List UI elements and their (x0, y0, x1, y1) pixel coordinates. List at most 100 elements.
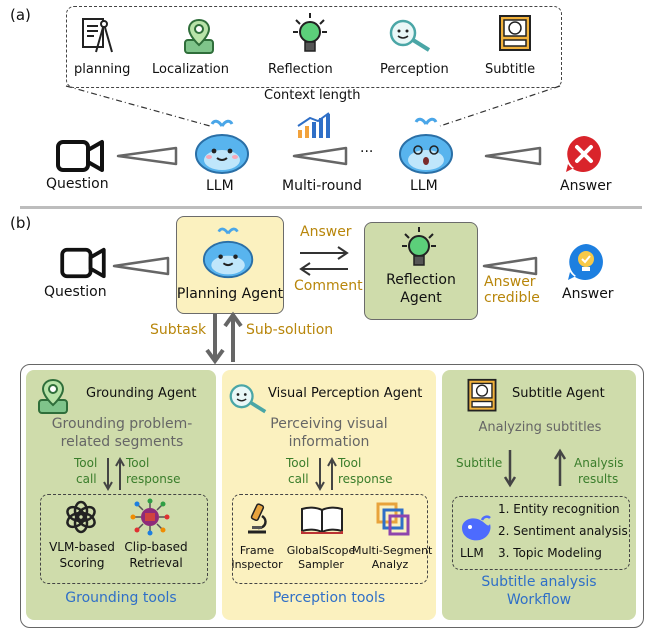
lightbulb-icon (402, 227, 436, 266)
grounding-tool1-2: Scoring (59, 556, 105, 570)
arrow-llm-to-answer (484, 146, 542, 166)
film-subtitle-icon (499, 15, 531, 51)
perception-tool1-2: Inspector (231, 558, 283, 571)
answer-credible-label-2: credible (484, 290, 540, 306)
camera-icon (60, 247, 106, 279)
edge-label-subtask: Subtask (150, 322, 207, 338)
grounding-tool-call-2: call (76, 472, 97, 486)
magnifier-face-icon (229, 384, 267, 414)
subtitle-agent-panel (442, 370, 636, 620)
deepseek-whale-icon (462, 515, 491, 541)
subtask-arrows (205, 311, 243, 365)
openai-logo-icon (66, 500, 96, 534)
workflow-step-1: 1. Entity recognition (498, 502, 620, 516)
subtitle-workflow-box (452, 496, 630, 570)
cross-bubble-icon (566, 136, 601, 172)
perception-tool-arrows (315, 456, 337, 492)
answer-label-a: Answer (560, 178, 612, 194)
perception-agent-title: Visual Perception Agent (268, 386, 423, 401)
grounding-desc-2: related segments (60, 434, 184, 450)
tool-label-planning: planning (74, 62, 131, 77)
tool-label-subtitle: Subtitle (485, 62, 536, 77)
perception-tool2-1: GlobalScope (286, 544, 356, 557)
agents-container (20, 364, 644, 628)
location-pin-icon (184, 18, 214, 54)
grounding-tools-box (40, 494, 208, 584)
workflow-step-3: 3. Topic Modeling (498, 546, 602, 560)
edge-label-comment: Comment (294, 278, 363, 294)
workflow-llm-label: LLM (460, 546, 484, 560)
clip-network-icon (130, 498, 170, 536)
subtitle-down-arrow (503, 450, 517, 488)
perception-desc-1: Perceiving visual (270, 416, 388, 432)
document-compass-icon (82, 18, 113, 53)
edge-label-answer: Answer (300, 224, 352, 240)
section-divider (20, 206, 642, 209)
question-label-a: Question (46, 176, 109, 192)
book-icon (301, 506, 343, 534)
arrow-reflection-to-answer (482, 256, 538, 276)
perception-tool3-2: Analyz (371, 558, 409, 571)
film-subtitle-icon (467, 378, 497, 412)
tool-label-perception: Perception (380, 62, 449, 77)
magnifier-face-icon (389, 19, 431, 52)
panel-a-label: (a) (10, 6, 31, 24)
reflection-agent-label-2: Agent (400, 290, 442, 306)
multi-round-label: Multi-round (282, 178, 362, 194)
perception-tool-resp-2: response (338, 472, 393, 486)
analysis-results-2: results (578, 472, 619, 486)
tool-label-reflection: Reflection (268, 62, 333, 77)
bidirectional-arrows (299, 246, 349, 276)
perception-tools-box (232, 494, 428, 584)
perception-tool-call-1: Tool (286, 456, 310, 470)
whale-icon (195, 119, 249, 174)
subtitle-footer-2: Workflow (506, 592, 572, 608)
edge-label-sub-solution: Sub-solution (246, 322, 334, 338)
trend-chart-icon (297, 112, 330, 138)
lightbulb-icon (293, 13, 327, 52)
perception-tool-resp-1: Tool (338, 456, 362, 470)
answer-credible-label-1: Answer (484, 274, 536, 290)
answer-label-b: Answer (562, 286, 614, 302)
grounding-desc-1: Grounding problem- (51, 416, 193, 432)
grounding-tools-footer: Grounding tools (65, 590, 177, 606)
grounding-tool2-1: Clip-based (124, 540, 188, 554)
subtitle-footer-1: Subtitle analysis (481, 574, 597, 590)
whale-icon (399, 117, 453, 174)
ellipsis-label: ... (360, 140, 374, 156)
grounding-tool-arrows (103, 456, 125, 492)
reflection-agent-label-1: Reflection (386, 272, 456, 288)
location-pin-icon (38, 378, 68, 414)
subtitle-agent-title: Subtitle Agent (512, 386, 605, 401)
planning-agent-label: Planning Agent (176, 286, 284, 302)
perception-tools-footer: Perception tools (272, 590, 386, 606)
panel-b-label: (b) (10, 214, 32, 232)
check-bulb-bubble-icon (568, 244, 603, 280)
perception-tool2-2: Sampler (298, 558, 344, 571)
arrow-llm-multiround (292, 146, 348, 166)
microscope-icon (248, 503, 267, 534)
arrow-question-to-llm (116, 146, 178, 166)
context-tools-box (66, 6, 562, 88)
grounding-tool-call-1: Tool (74, 456, 98, 470)
llm-label-a1: LLM (206, 178, 234, 194)
camera-icon (56, 140, 104, 172)
whale-icon (202, 227, 254, 279)
overlap-squares-icon (376, 502, 410, 536)
context-length-label: Context length (264, 88, 361, 103)
question-label-b: Question (44, 284, 107, 300)
context-connector-lines (65, 85, 561, 127)
perception-tool1-1: Frame (239, 544, 275, 557)
grounding-tool1-1: VLM-based (49, 540, 115, 554)
llm-label-a2: LLM (410, 178, 438, 194)
grounding-tool2-2: Retrieval (129, 556, 183, 570)
arrow-question-to-planning (112, 256, 170, 276)
grounding-agent-title: Grounding Agent (86, 386, 197, 401)
tool-label-localization: Localization (152, 62, 229, 77)
perception-desc-2: information (288, 434, 370, 450)
subtitle-edge-label: Subtitle (456, 456, 503, 470)
workflow-step-2: 2. Sentiment analysis (498, 524, 628, 538)
perception-agent-panel (222, 370, 436, 620)
perception-tool3-1: Multi-Segment (352, 544, 433, 557)
grounding-tool-resp-1: Tool (126, 456, 150, 470)
